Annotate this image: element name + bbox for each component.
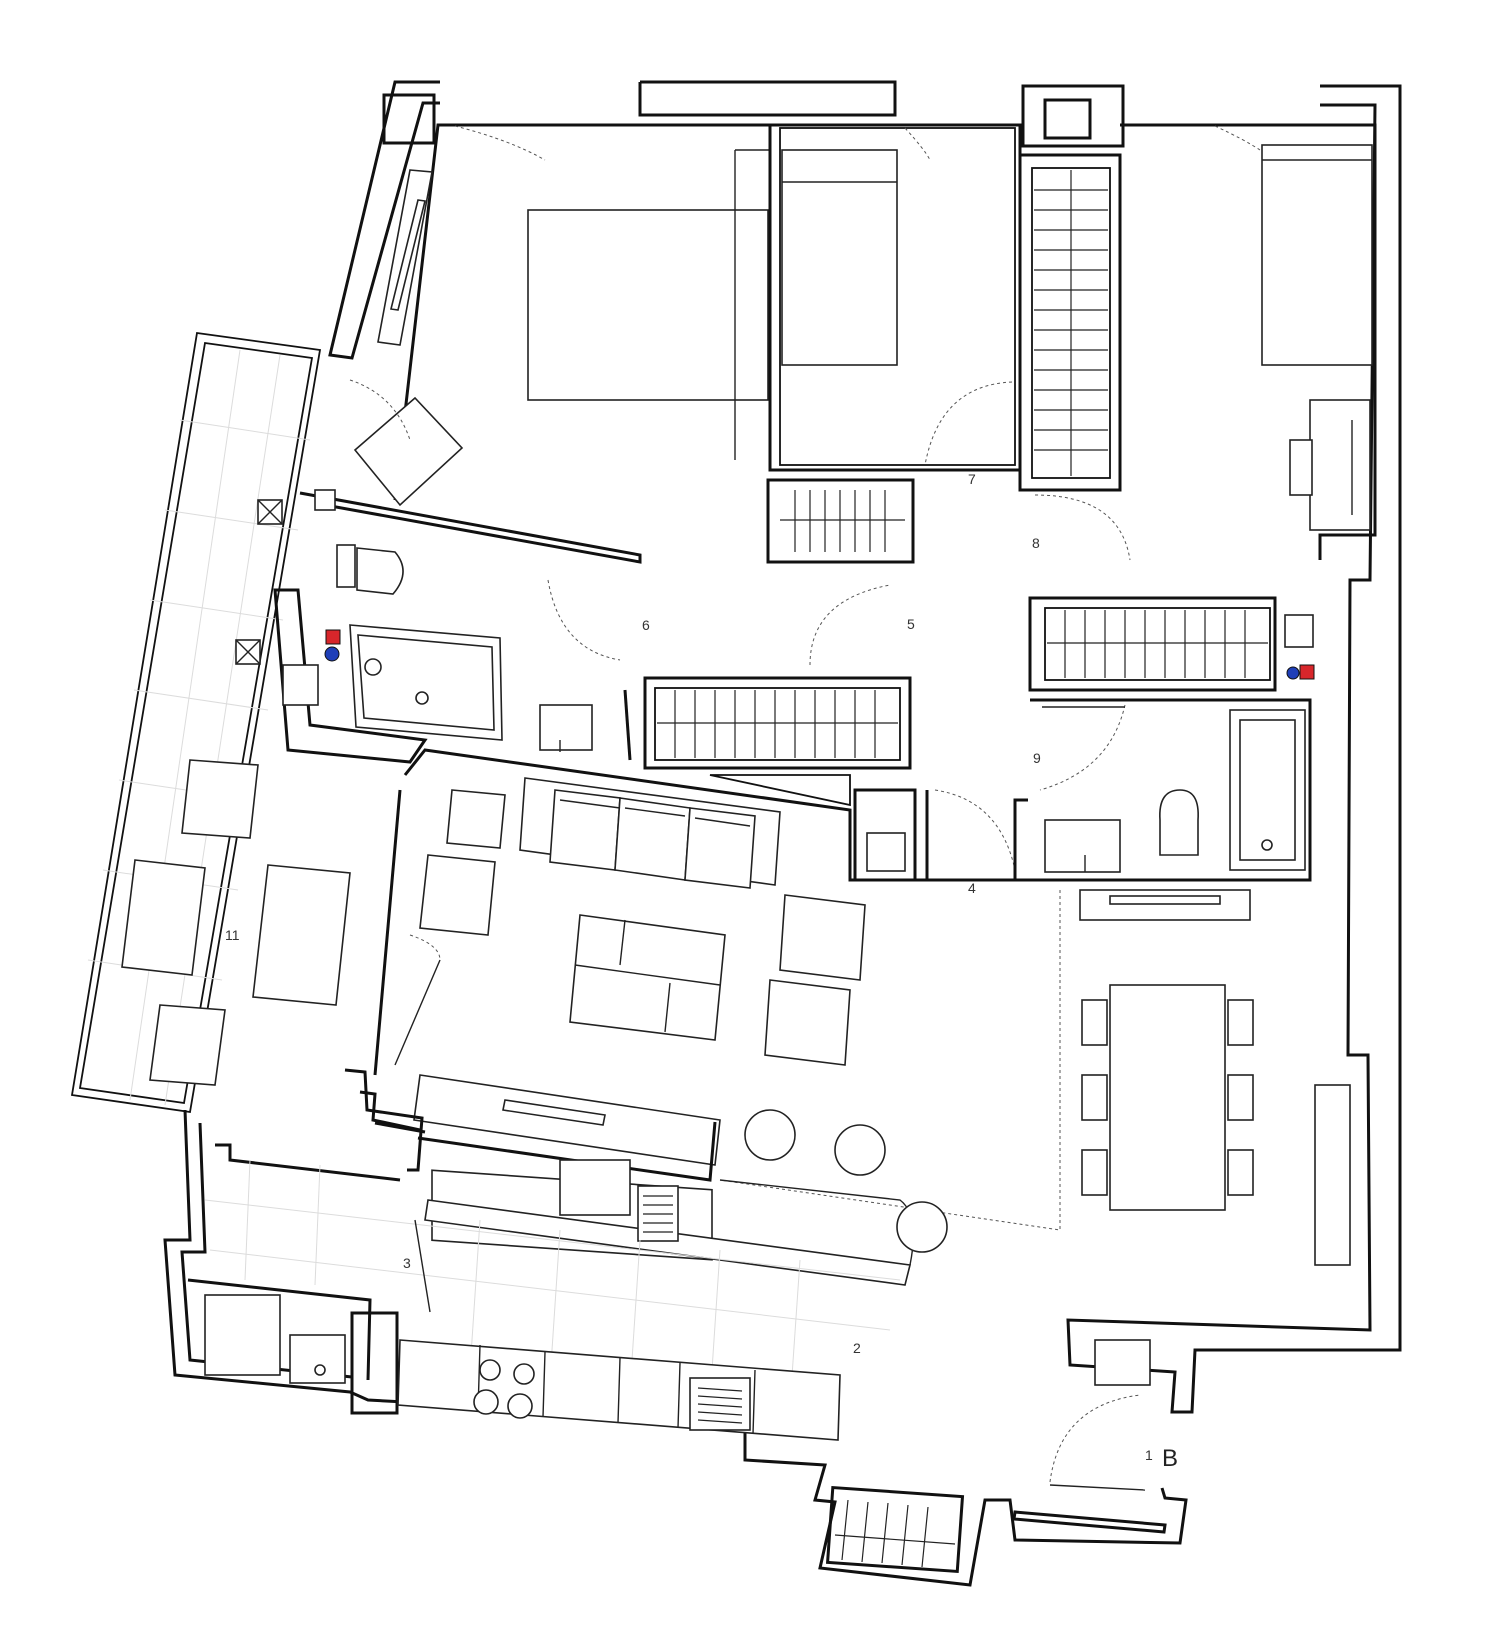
drain-icon: [235, 499, 283, 665]
label-room-9: 9: [1033, 750, 1041, 766]
label-room-8: 8: [1032, 535, 1040, 551]
outer-walls: [163, 80, 1402, 1587]
label-room-1: 1: [1145, 1447, 1153, 1463]
label-room-5: 5: [907, 616, 915, 632]
label-room-6: 6: [642, 617, 650, 633]
entrance: [825, 1339, 1167, 1574]
hall-cabinet: [643, 584, 1016, 882]
label-room-11: 11: [225, 927, 240, 943]
bathroom-shower: [273, 489, 642, 764]
room-labels: 1 B 2 3 4 5 6 7 8 9 11: [225, 471, 1178, 1472]
bedroom-2: [766, 123, 1022, 564]
terrace: [70, 331, 351, 1114]
kitchen: [187, 1068, 948, 1441]
label-room-2: 2: [853, 1340, 861, 1356]
label-room-7: 7: [968, 471, 976, 487]
living-room: [373, 748, 1015, 1166]
label-unit: B: [1162, 1445, 1178, 1472]
master-bedroom: [349, 123, 772, 507]
dining-area: [719, 889, 1351, 1266]
label-room-3: 3: [403, 1255, 411, 1271]
bedroom-3: [1120, 123, 1377, 560]
bathroom-tub: [1013, 596, 1315, 882]
label-room-4: 4: [968, 880, 976, 896]
tall-wardrobe: [924, 153, 1131, 561]
